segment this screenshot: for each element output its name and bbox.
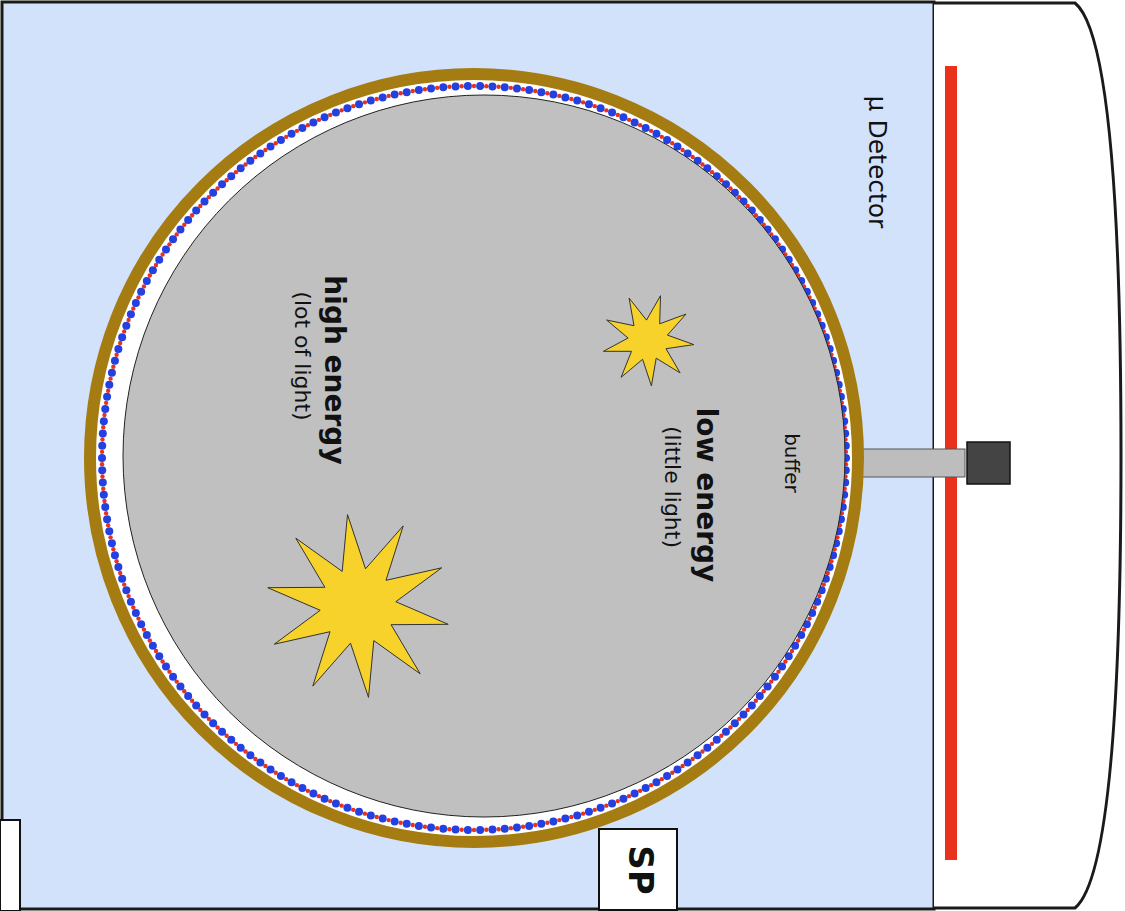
- small-flash: [603, 296, 693, 386]
- large-flash: [268, 515, 448, 698]
- flash-label: high energy: [319, 275, 350, 464]
- region-label: μ Detector: [863, 96, 891, 229]
- flash-note: (lot of light): [290, 291, 314, 420]
- box-label: SP: [621, 845, 658, 894]
- flash-label: low energy: [691, 408, 722, 582]
- corner-box: [0, 820, 20, 911]
- pmt-ring: [98, 82, 850, 834]
- device-box: [967, 442, 1010, 484]
- outer-vessel: [90, 74, 858, 842]
- buffer-label: buffer: [781, 433, 803, 493]
- flash-note: (little light): [660, 426, 684, 548]
- sp-box: SP: [598, 828, 678, 911]
- water-tank: [2, 2, 934, 909]
- inner-vessel: [123, 95, 845, 817]
